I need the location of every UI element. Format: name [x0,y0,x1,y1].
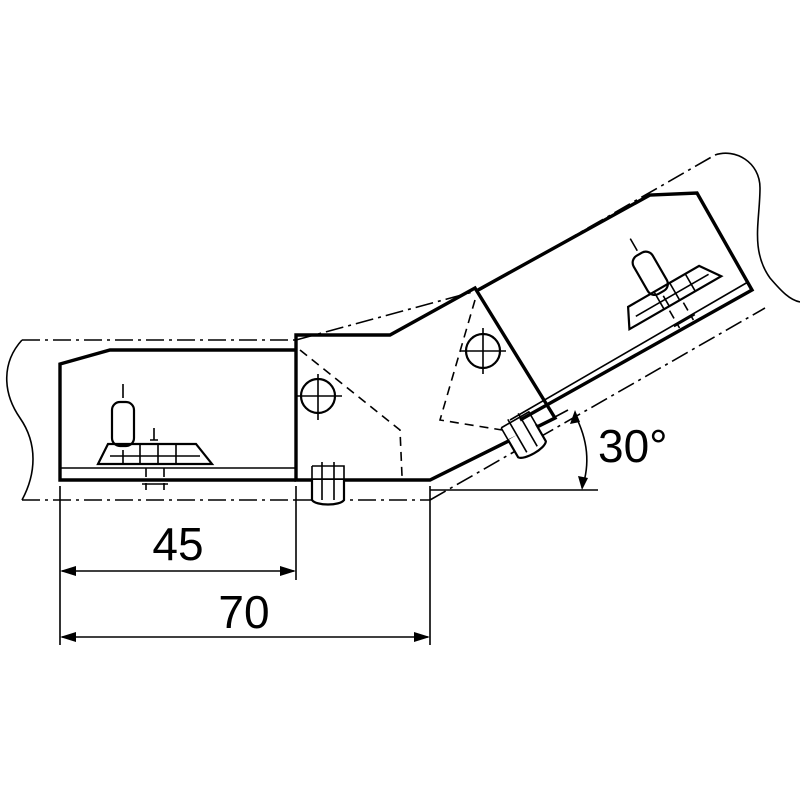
left-hole-screw [296,374,342,420]
angle-dimension: 30° [430,409,668,491]
angle-connector [294,285,558,482]
right-hole-screw [460,328,506,374]
angle-label: 30° [598,420,668,472]
dimension-45: 45 [59,486,297,645]
left-slot-nut [96,384,215,490]
dimension-70: 70 [60,486,431,645]
right-slot-nut [626,238,724,332]
phantom-profile-outline [5,152,800,501]
bottom-bolt-right [500,410,547,459]
dimension-45-label: 45 [152,518,203,570]
dimension-70-label: 70 [218,586,269,638]
bottom-bolt-left [310,462,346,506]
right-bracket [477,191,755,422]
left-bracket [58,348,296,482]
